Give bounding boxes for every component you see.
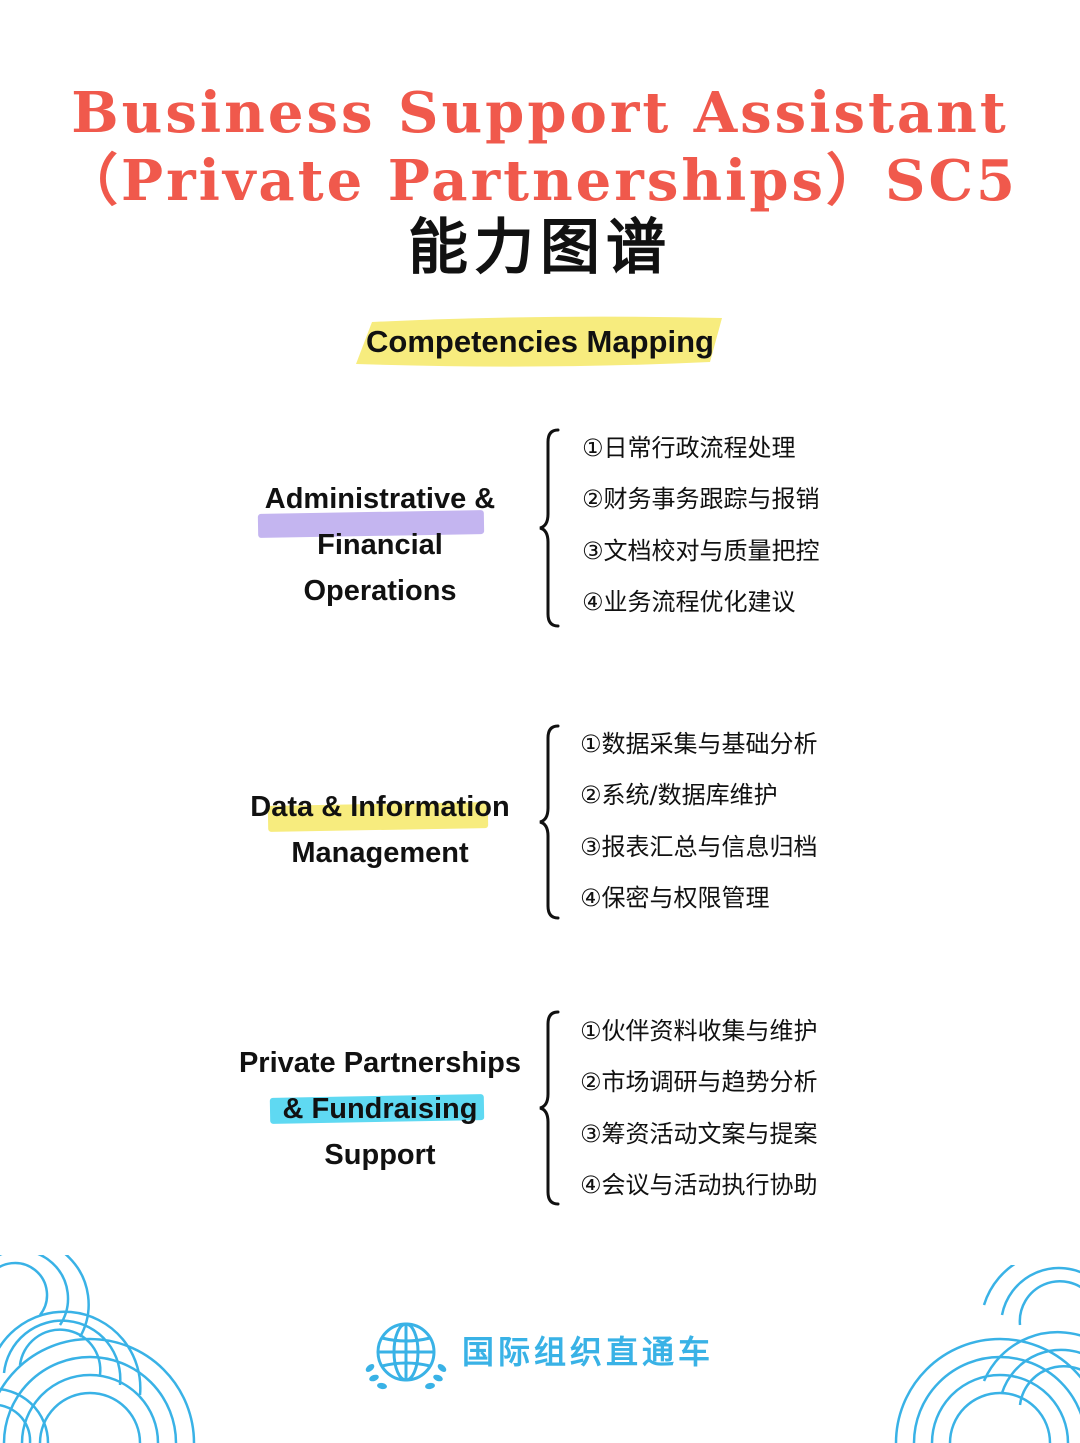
- list-item: ②市场调研与趋势分析: [580, 1068, 818, 1097]
- wave-decoration-left: [0, 1255, 196, 1443]
- group-label-data-info: Data & Information Management: [220, 784, 540, 876]
- list-item: ①日常行政流程处理: [582, 434, 796, 462]
- list-item: ③筹资活动文案与提案: [580, 1119, 818, 1148]
- subtitle: Competencies Mapping: [366, 324, 714, 359]
- wave-decoration-right: [894, 1265, 1080, 1443]
- group-label-line: Private Partnerships: [238, 1047, 522, 1079]
- list-item: ③报表汇总与信息归档: [580, 832, 818, 861]
- footer-brand-text: 国际组织直通车: [462, 1333, 715, 1371]
- list-item: ②财务事务跟踪与报销: [582, 485, 820, 514]
- group-label-line: Financial: [317, 529, 443, 561]
- item-list-admin: ①日常行政流程处理 ②财务事务跟踪与报销 ③文档校对与质量把控 ④业务流程优化建…: [582, 423, 820, 629]
- brace-group-data: [539, 724, 560, 920]
- title-line-1: Business Support Assistant: [71, 80, 1009, 146]
- list-item: ④业务流程优化建议: [582, 588, 796, 617]
- group-label-admin-finance: Administrative & Financial Operations: [230, 476, 530, 614]
- list-item: ④保密与权限管理: [580, 884, 770, 913]
- group-label-line: Administrative &: [264, 483, 496, 515]
- group-label-line: Support: [324, 1139, 436, 1171]
- item-list-data: ①数据采集与基础分析 ②系统/数据库维护 ③报表汇总与信息归档 ④保密与权限管理: [580, 719, 818, 925]
- list-item: ②系统/数据库维护: [580, 781, 778, 810]
- group-label-line: Operations: [303, 575, 457, 607]
- list-item: ①数据采集与基础分析: [580, 730, 818, 758]
- subtitle-block: Competencies Mapping: [350, 308, 730, 374]
- globe-laurel-icon: [365, 1322, 447, 1390]
- group-label-partnerships: Private Partnerships & Fundraising Suppo…: [220, 1040, 540, 1178]
- subtitle-highlight: [356, 316, 722, 367]
- group-label-line: & Fundraising: [282, 1093, 478, 1125]
- list-item: ③文档校对与质量把控: [582, 536, 820, 565]
- list-item: ①伙伴资料收集与维护: [580, 1017, 818, 1045]
- brace-group-admin: [539, 428, 560, 628]
- group-label-line: Management: [291, 837, 469, 869]
- item-list-partnerships: ①伙伴资料收集与维护 ②市场调研与趋势分析 ③筹资活动文案与提案 ④会议与活动执…: [580, 1006, 818, 1212]
- title-chinese: 能力图谱: [408, 213, 672, 283]
- group-label-line: Data & Information: [250, 791, 510, 823]
- title-line-2: （Private Partnerships）SC5: [62, 148, 1018, 214]
- brace-group-partnerships: [539, 1010, 560, 1206]
- footer-brand: 国际组织直通车: [360, 1318, 740, 1394]
- list-item: ④会议与活动执行协助: [580, 1171, 818, 1200]
